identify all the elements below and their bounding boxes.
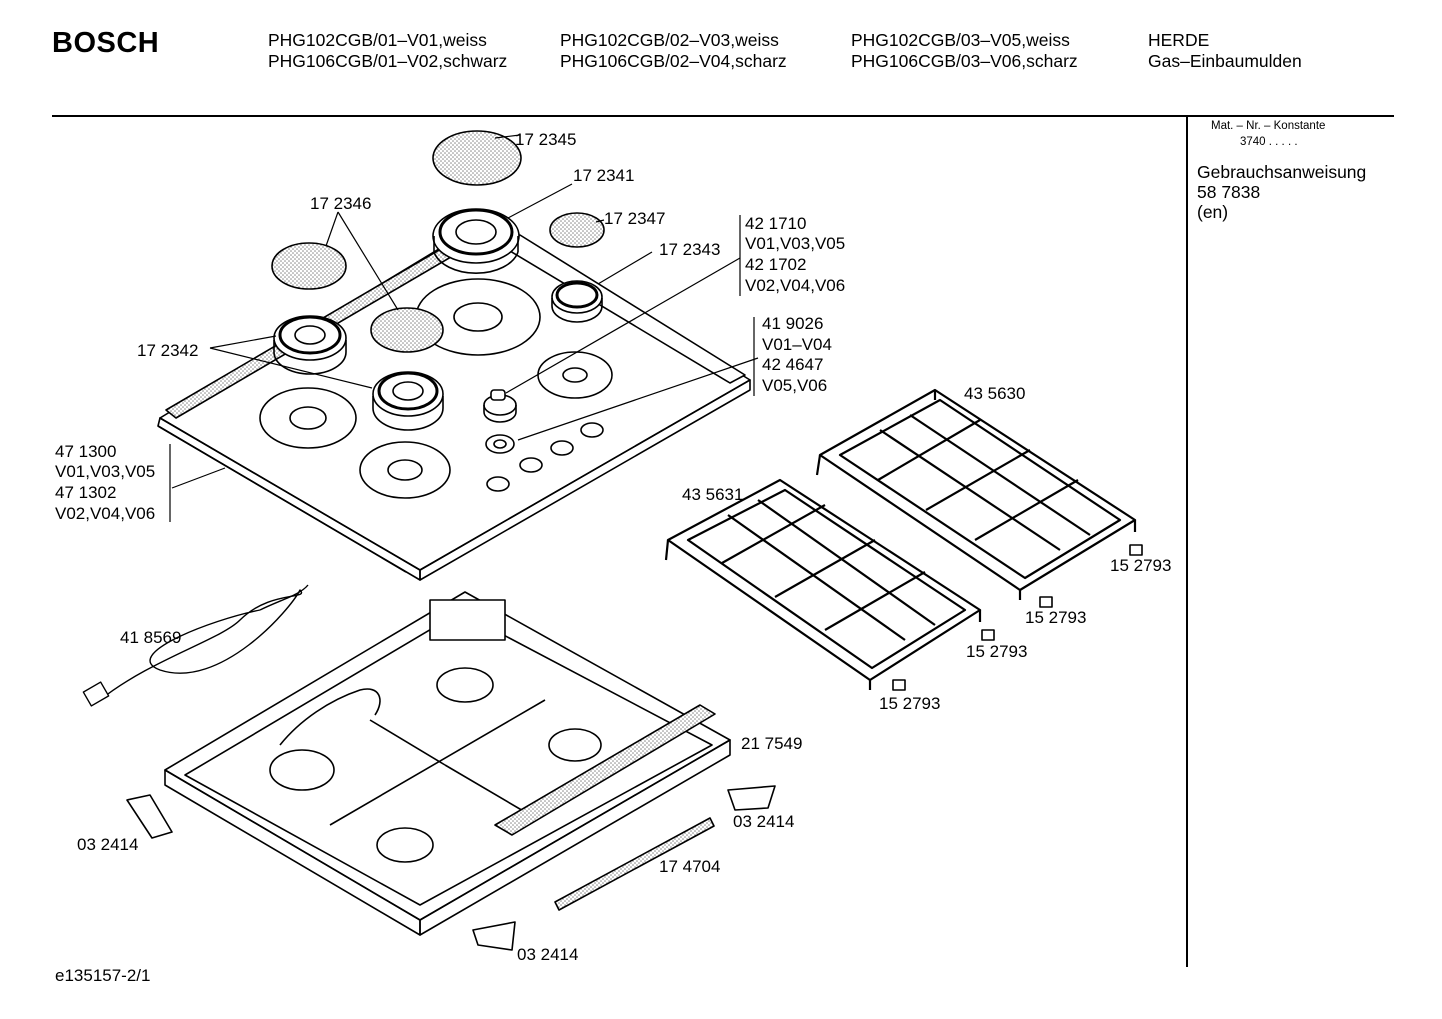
part-label: 17 2347 (604, 209, 666, 228)
part-label: 43 5630 (964, 384, 1026, 403)
burner-head-medium (372, 371, 444, 431)
hob-top-plate (157, 217, 751, 581)
part-label: 47 1300 (55, 442, 117, 461)
part-label: 17 2342 (137, 341, 199, 360)
part-label: 17 2346 (310, 194, 372, 213)
part-label: 21 7549 (741, 734, 803, 753)
part-label: V01–V04 (762, 335, 832, 354)
rubber-foot (892, 679, 906, 691)
part-label: 42 1710 (745, 214, 807, 233)
model-line: PHG102CGB/02–V03,weiss (560, 30, 779, 50)
part-label: 15 2793 (879, 694, 941, 713)
model-line: PHG106CGB/03–V06,scharz (851, 51, 1078, 71)
mat-value: 3740 . . . . . (1240, 136, 1298, 148)
rubber-foot (981, 629, 995, 641)
header-rule (52, 115, 1394, 117)
part-label: 15 2793 (1025, 608, 1087, 627)
part-label: V01,V03,V05 (55, 462, 156, 481)
part-label: 03 2414 (733, 812, 795, 831)
mounting-clip (472, 921, 516, 951)
part-label: 15 2793 (966, 642, 1028, 661)
category-line: Gas–Einbaumulden (1148, 51, 1302, 71)
seal-strip (554, 817, 715, 911)
part-label: 15 2793 (1110, 556, 1172, 575)
part-label: 42 4647 (762, 355, 824, 374)
part-label: 17 2345 (515, 130, 577, 149)
sidebar-divider (1186, 115, 1188, 967)
burner-head-large (432, 208, 520, 275)
part-label: V02,V04,V06 (55, 504, 156, 523)
model-line: PHG102CGB/03–V05,weiss (851, 30, 1070, 50)
part-label: 47 1302 (55, 483, 117, 502)
pan-support-right (815, 388, 1137, 600)
drawing-id: e135157-2/1 (55, 966, 151, 985)
base-tray (164, 591, 731, 936)
part-label: V02,V04,V06 (745, 276, 846, 295)
rubber-foot (1129, 544, 1143, 556)
part-label: 43 5631 (682, 485, 744, 504)
power-cable (82, 584, 309, 707)
part-label: 42 1702 (745, 255, 807, 274)
model-line: PHG106CGB/02–V04,scharz (560, 51, 787, 71)
leader-lines (169, 134, 759, 522)
brand-logo: BOSCH (52, 27, 160, 59)
burner-head-small (551, 280, 603, 323)
category-line: HERDE (1148, 30, 1210, 50)
part-label: V05,V06 (762, 376, 828, 395)
manual-title: Gebrauchsanweisung (1197, 162, 1367, 182)
manual-language: (en) (1197, 202, 1229, 222)
rubber-foot (1039, 596, 1053, 608)
part-label: V01,V03,V05 (745, 234, 846, 253)
manual-number: 58 7838 (1197, 182, 1261, 202)
pan-support-left (664, 478, 982, 690)
mounting-clip (126, 794, 173, 839)
part-label: 17 2341 (573, 166, 635, 185)
mat-label: Mat. – Nr. – Konstante (1211, 120, 1326, 132)
burner-cap-large (432, 130, 522, 186)
burner-cap-medium (271, 242, 347, 290)
model-line: PHG106CGB/01–V02,schwarz (268, 51, 508, 71)
model-line: PHG102CGB/01–V01,weiss (268, 30, 487, 50)
part-label: 41 9026 (762, 314, 824, 333)
mounting-clip (727, 785, 776, 811)
part-label: 17 4704 (659, 857, 721, 876)
part-label: 41 8569 (120, 628, 182, 647)
burner-cap-small (549, 212, 605, 248)
control-knob (483, 389, 517, 454)
part-label: 17 2343 (659, 240, 721, 259)
burner-cap-medium (370, 307, 444, 353)
part-label: 03 2414 (517, 945, 579, 964)
part-label: 03 2414 (77, 835, 139, 854)
burner-head-medium (273, 315, 347, 375)
